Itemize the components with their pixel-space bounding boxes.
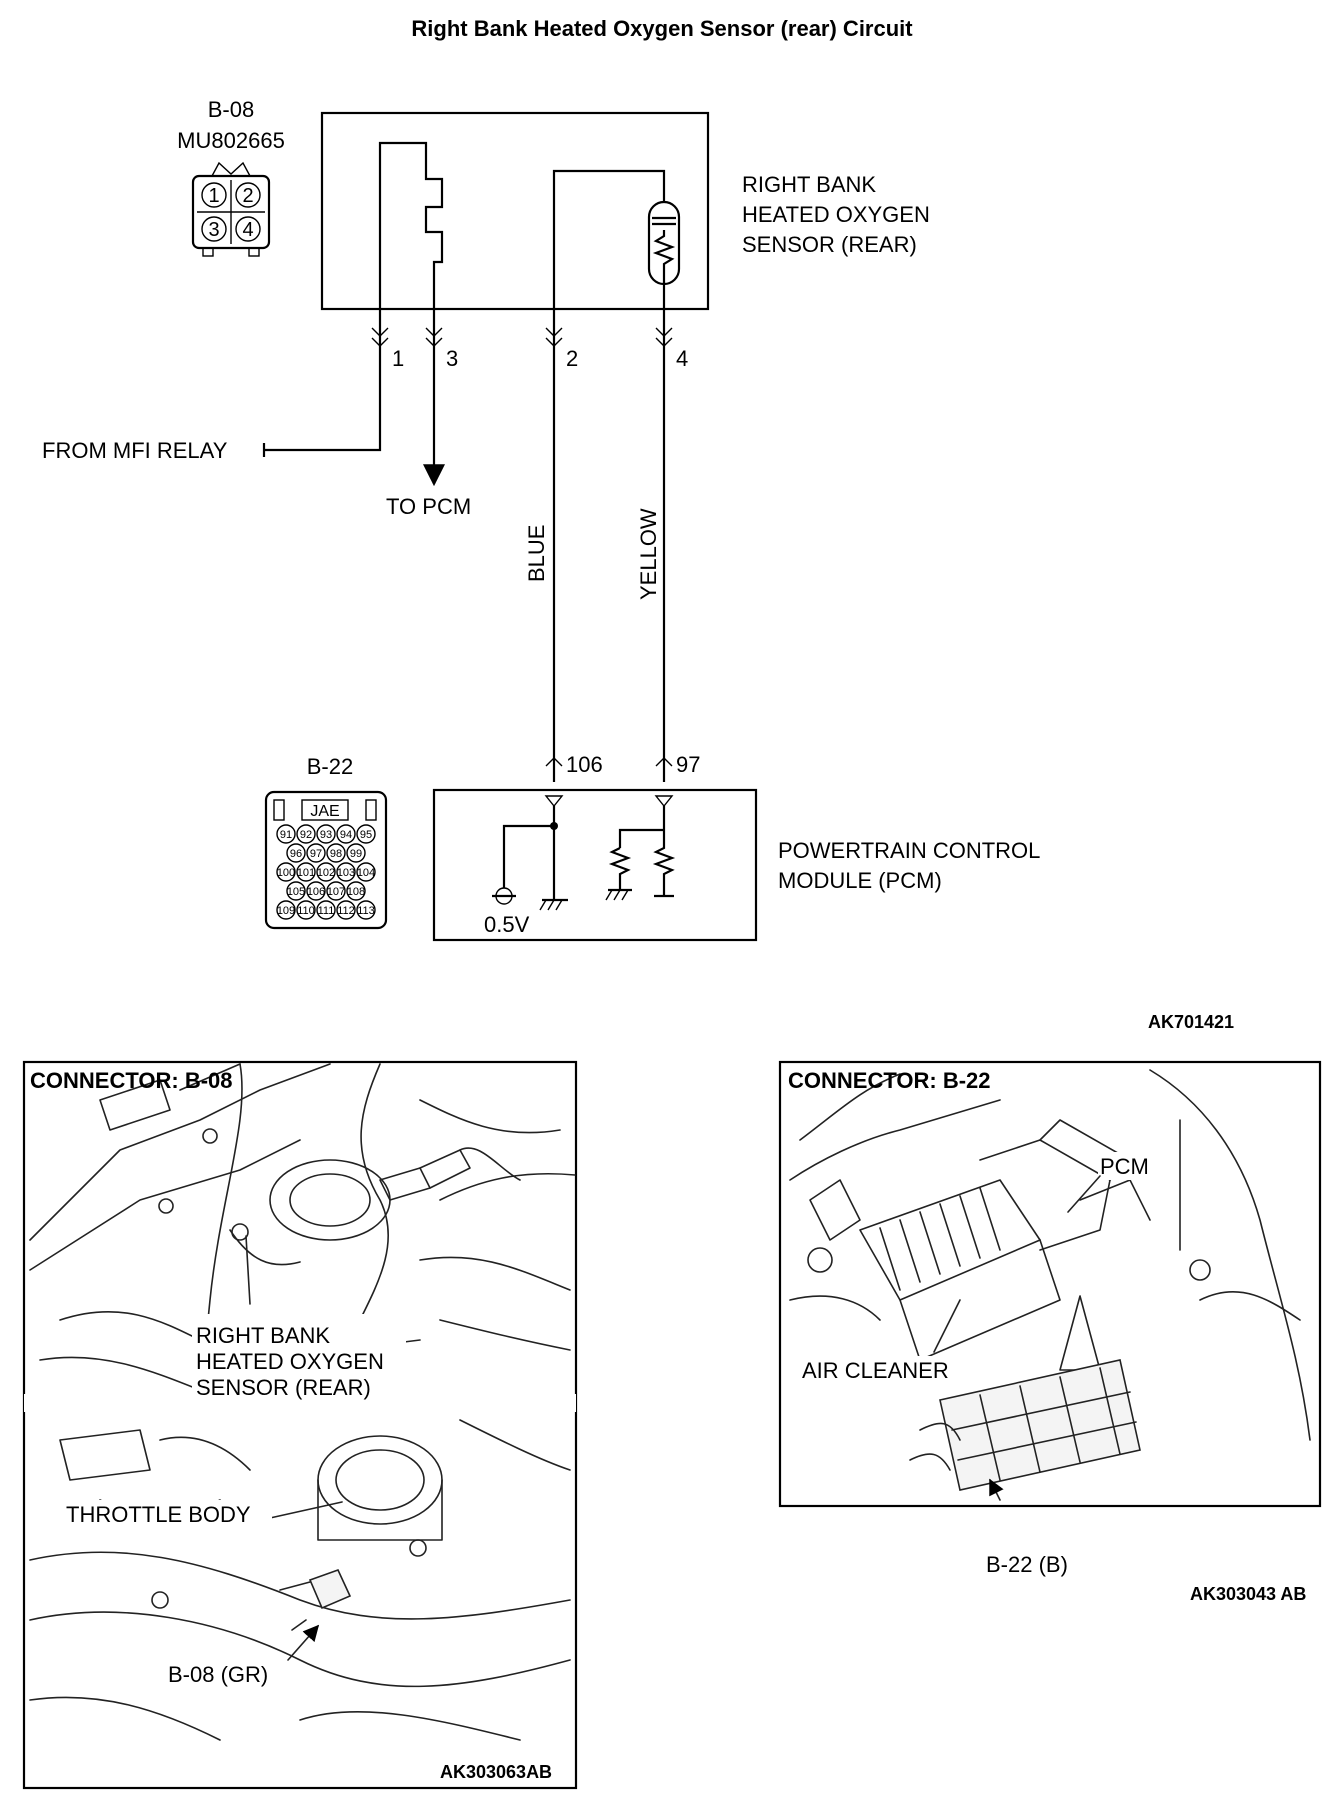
sensor-pin-4: 4 xyxy=(676,346,688,371)
pcm-box: 0.5V xyxy=(432,788,758,942)
b22-pin xyxy=(356,824,376,844)
left-connector-panel: CONNECTOR: B-08 RIGHT BANK HEATED OXYGEN… xyxy=(22,1060,578,1790)
diagram-title: Right Bank Heated Oxygen Sensor (rear) C… xyxy=(411,16,913,41)
b22-pin-number: 111 xyxy=(318,905,335,917)
b08-location-label: B-08 (GR) xyxy=(168,1662,268,1687)
figure-code: AK701421 xyxy=(1148,1012,1234,1032)
b22-pin-number: 94 xyxy=(340,829,352,841)
b22-pin-number: 106 xyxy=(307,886,325,898)
b08-pin-4: 4 xyxy=(242,219,253,241)
b22-pin xyxy=(316,900,336,920)
connector-b08-face: B-08 MU802665 1 2 3 4 xyxy=(177,97,285,257)
pcm-pin-97: 97 xyxy=(676,752,700,777)
b22-pin xyxy=(286,881,306,901)
b22-pin-number: 107 xyxy=(327,886,345,898)
b22-pin xyxy=(286,843,306,863)
from-mfi-relay-label: FROM MFI RELAY xyxy=(42,438,228,463)
b22-pin xyxy=(356,862,376,882)
sensor-label-3: SENSOR (REAR) xyxy=(742,232,917,257)
b22-pin-number: 109 xyxy=(277,905,295,917)
b22-pin xyxy=(326,881,346,901)
b22-pin-number: 100 xyxy=(277,867,295,879)
b22-pin-number: 113 xyxy=(357,905,375,917)
b22-pin-number: 95 xyxy=(360,829,372,841)
connector-b22-maker: JAE xyxy=(310,803,339,820)
right-panel-title: CONNECTOR: B-22 xyxy=(788,1068,991,1093)
connector-b22-id: B-22 xyxy=(307,754,353,779)
engine-illustration-upper xyxy=(29,1063,576,1401)
b22-pin xyxy=(276,824,296,844)
pcm-photo-label: PCM xyxy=(1100,1154,1149,1179)
b22-pin-number: 99 xyxy=(350,848,362,860)
b22-location-label: B-22 (B) xyxy=(986,1552,1068,1577)
b22-pin-number: 105 xyxy=(287,886,305,898)
sensor-pin-3: 3 xyxy=(446,346,458,371)
sensor-pin-chevrons xyxy=(371,327,673,347)
blue-wire-label: BLUE xyxy=(524,525,549,582)
pcm-voltage: 0.5V xyxy=(484,912,530,937)
pcm-pin-106: 106 xyxy=(566,752,603,777)
b22-pin xyxy=(306,881,326,901)
b22-pin-number: 104 xyxy=(357,867,375,879)
b22-pin xyxy=(306,843,326,863)
b22-pin-number: 108 xyxy=(347,886,365,898)
throttle-body-label: THROTTLE BODY xyxy=(66,1502,251,1527)
b22-pin-number: 101 xyxy=(297,867,315,879)
left-callout-2: HEATED OXYGEN xyxy=(196,1349,384,1374)
b22-pin-number: 96 xyxy=(290,848,302,860)
to-pcm-label: TO PCM xyxy=(386,494,471,519)
b22-pin xyxy=(276,900,296,920)
b22-pin-number: 110 xyxy=(297,905,315,917)
b22-pin xyxy=(346,881,366,901)
left-panel-title: CONNECTOR: B-08 xyxy=(30,1068,233,1093)
pcm-label-2: MODULE (PCM) xyxy=(778,868,942,893)
right-connector-panel: CONNECTOR: B-22 PCM AIR CLEANER B-22 (B)… xyxy=(778,1060,1322,1604)
b22-pin xyxy=(336,862,356,882)
b22-pin xyxy=(336,824,356,844)
b22-pin xyxy=(316,824,336,844)
b22-pin xyxy=(296,824,316,844)
left-callout-1: RIGHT BANK xyxy=(196,1323,330,1348)
sensor-label-1: RIGHT BANK xyxy=(742,172,876,197)
b22-pin xyxy=(296,900,316,920)
sensor-pin-1: 1 xyxy=(392,346,404,371)
b22-pin-number: 112 xyxy=(337,905,355,917)
oxygen-sensor-box: RIGHT BANK HEATED OXYGEN SENSOR (REAR) xyxy=(320,111,930,311)
yellow-wire-label: YELLOW xyxy=(636,508,661,600)
b22-pin-number: 102 xyxy=(317,867,335,879)
b22-pin xyxy=(276,862,296,882)
sensor-pin-2: 2 xyxy=(566,346,578,371)
b22-pin-number: 91 xyxy=(280,829,292,841)
b22-pin xyxy=(346,843,366,863)
sensor-label-2: HEATED OXYGEN xyxy=(742,202,930,227)
air-cleaner-label: AIR CLEANER xyxy=(802,1358,949,1383)
left-callout-3: SENSOR (REAR) xyxy=(196,1375,371,1400)
engine-illustration-lower xyxy=(29,1419,571,1741)
pcm-pin-chevrons xyxy=(544,757,674,808)
b08-pin-1: 1 xyxy=(208,185,219,207)
b22-pin-number: 93 xyxy=(320,829,332,841)
connector-b08-id: B-08 xyxy=(208,97,254,122)
b22-pin-number: 92 xyxy=(300,829,312,841)
b22-pin xyxy=(356,900,376,920)
b22-pin xyxy=(336,900,356,920)
b22-pin xyxy=(316,862,336,882)
b08-pin-3: 3 xyxy=(208,219,219,241)
pcm-label-1: POWERTRAIN CONTROL xyxy=(778,838,1040,863)
b08-pin-2: 2 xyxy=(242,185,253,207)
b22-pin-number: 98 xyxy=(330,848,342,860)
b22-pin-number: 97 xyxy=(310,848,322,860)
b22-pin xyxy=(296,862,316,882)
right-panel-code: AK303043 AB xyxy=(1190,1584,1306,1604)
b22-pin-number: 103 xyxy=(337,867,355,879)
connector-b08-part: MU802665 xyxy=(177,128,285,153)
wires xyxy=(262,308,666,782)
b22-pin xyxy=(326,843,346,863)
left-panel-code: AK303063AB xyxy=(440,1762,552,1782)
pcm-illustration xyxy=(789,1069,1311,1501)
